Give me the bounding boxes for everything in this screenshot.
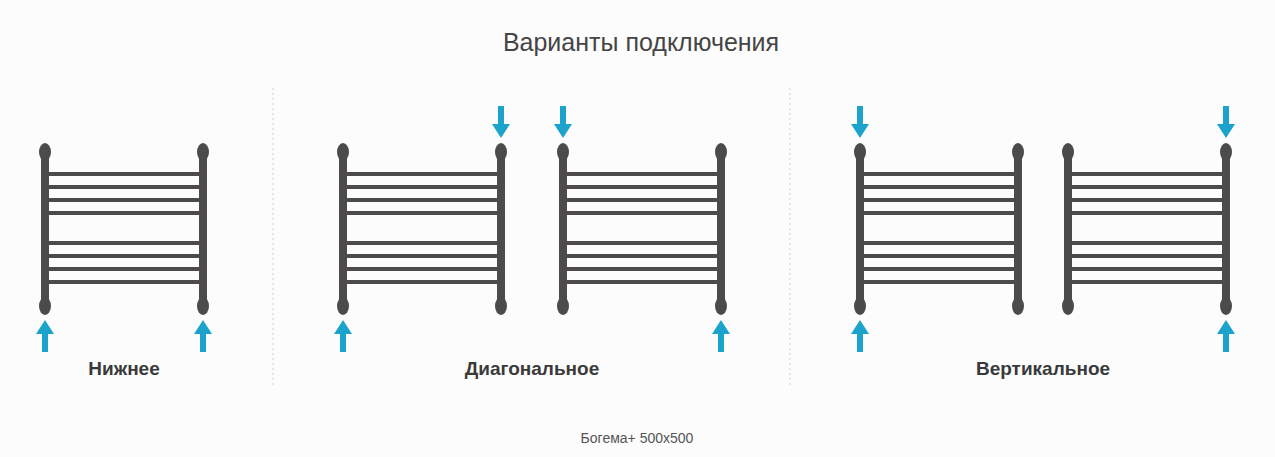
flow-arrow (554, 106, 572, 138)
flow-arrow (851, 106, 869, 138)
flow-arrow (1217, 106, 1235, 138)
towel-rail (1062, 143, 1232, 315)
divider (790, 88, 791, 388)
towel-rail (557, 143, 727, 315)
heading: Варианты подключения (503, 28, 779, 57)
flow-arrow (36, 320, 54, 352)
flow-arrow (194, 320, 212, 352)
towel-rail (337, 143, 507, 315)
connection-type-label: Диагональное (465, 358, 600, 380)
flow-arrow (334, 320, 352, 352)
flow-arrow (492, 106, 510, 138)
connection-type-label: Вертикальное (976, 358, 1110, 380)
towel-rail (39, 143, 209, 315)
flow-arrow (851, 320, 869, 352)
divider (273, 88, 274, 388)
connection-type-label: Нижнее (88, 358, 159, 380)
towel-rail (854, 143, 1024, 315)
caption: Богема+ 500x500 (581, 430, 694, 446)
flow-arrow (1217, 320, 1235, 352)
flow-arrow (712, 320, 730, 352)
